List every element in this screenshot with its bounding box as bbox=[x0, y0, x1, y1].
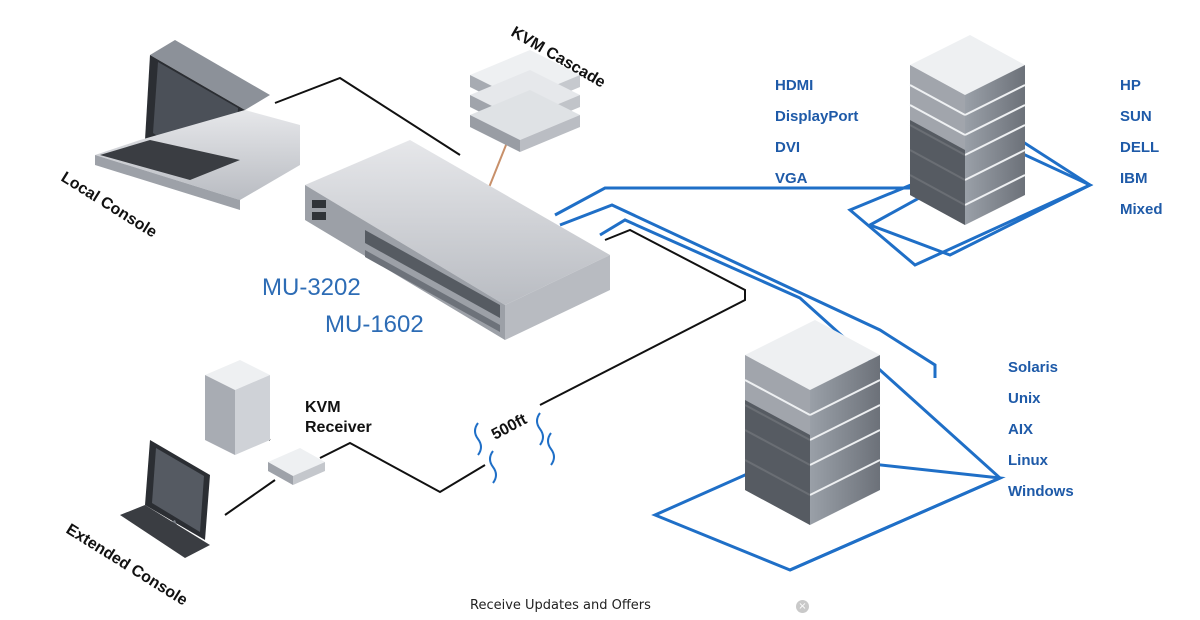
operating-system-list: Solaris Unix AIX Linux Windows bbox=[1008, 359, 1074, 500]
extended-console-device bbox=[120, 440, 210, 558]
os-item: Linux bbox=[1008, 452, 1049, 469]
main-kvm-switch bbox=[305, 140, 610, 340]
kvm-receiver-device bbox=[268, 448, 325, 485]
kvm-receiver-label-line2: Receiver bbox=[305, 419, 372, 436]
video-interface-item: VGA bbox=[775, 170, 808, 187]
cable-local-console bbox=[274, 76, 461, 156]
receive-updates-link[interactable]: Receive Updates and Offers bbox=[470, 598, 651, 613]
cable-to-top-rack bbox=[554, 145, 1094, 257]
server-brand-item: HP bbox=[1120, 77, 1141, 94]
cable-extended-link-2 bbox=[319, 441, 486, 494]
server-brand-item: IBM bbox=[1120, 170, 1148, 187]
video-interface-item: HDMI bbox=[775, 77, 813, 94]
kvm-receiver-label-line1: KVM bbox=[305, 399, 341, 416]
os-item: Windows bbox=[1008, 483, 1074, 500]
cable-extended-link bbox=[539, 228, 746, 406]
video-interface-item: DisplayPort bbox=[775, 108, 858, 125]
tower-pc-device bbox=[205, 360, 270, 455]
kvm-cascade-device bbox=[470, 50, 580, 152]
distance-break-marks bbox=[474, 412, 555, 484]
local-console-device bbox=[95, 40, 300, 210]
top-server-rack bbox=[909, 35, 1026, 225]
server-brand-item: DELL bbox=[1120, 139, 1159, 156]
os-item: Unix bbox=[1008, 390, 1041, 407]
cable-receiver-monitor bbox=[224, 479, 276, 516]
server-brand-item: SUN bbox=[1120, 108, 1152, 125]
os-item: AIX bbox=[1008, 421, 1033, 438]
video-interface-item: DVI bbox=[775, 139, 800, 156]
server-brand-list: HP SUN DELL IBM Mixed bbox=[1120, 77, 1163, 218]
bottom-server-rack bbox=[744, 320, 881, 525]
close-icon[interactable]: × bbox=[796, 600, 809, 613]
cable-to-bottom-rack bbox=[559, 203, 937, 378]
os-item: Solaris bbox=[1008, 359, 1058, 376]
model-label-1: MU-3202 bbox=[262, 274, 361, 301]
distance-label: 500ft bbox=[489, 411, 531, 444]
cable-cascade bbox=[487, 139, 509, 191]
server-brand-item: Mixed bbox=[1120, 201, 1163, 218]
video-interface-list: HDMI DisplayPort DVI VGA bbox=[775, 77, 858, 187]
model-label-2: MU-1602 bbox=[325, 311, 424, 338]
